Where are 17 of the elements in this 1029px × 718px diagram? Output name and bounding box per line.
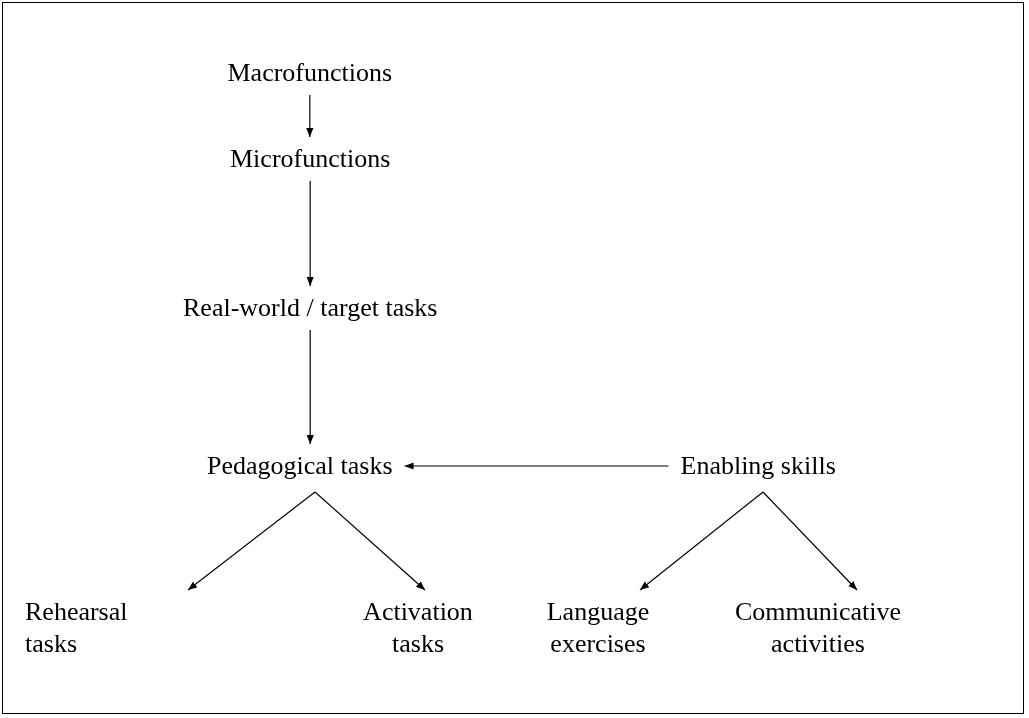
arrow — [314, 491, 426, 591]
node-label: Language exercises — [533, 596, 663, 660]
arrow — [639, 491, 764, 591]
node-label: Real-world / target tasks — [183, 292, 438, 324]
node-label: Communicative activities — [708, 596, 928, 660]
arrow — [187, 491, 316, 591]
arrow — [306, 180, 314, 287]
node-label: Rehearsal tasks — [25, 596, 165, 660]
node-label: Pedagogical tasks — [207, 450, 393, 482]
node-label: Activation tasks — [343, 596, 493, 660]
arrow — [306, 329, 314, 445]
arrow — [762, 491, 858, 591]
node-label: Macrofunctions — [227, 57, 393, 89]
arrow — [306, 94, 314, 138]
arrow — [403, 462, 670, 470]
node-label: Enabling skills — [680, 450, 836, 482]
node-label: Microfunctions — [230, 143, 391, 175]
